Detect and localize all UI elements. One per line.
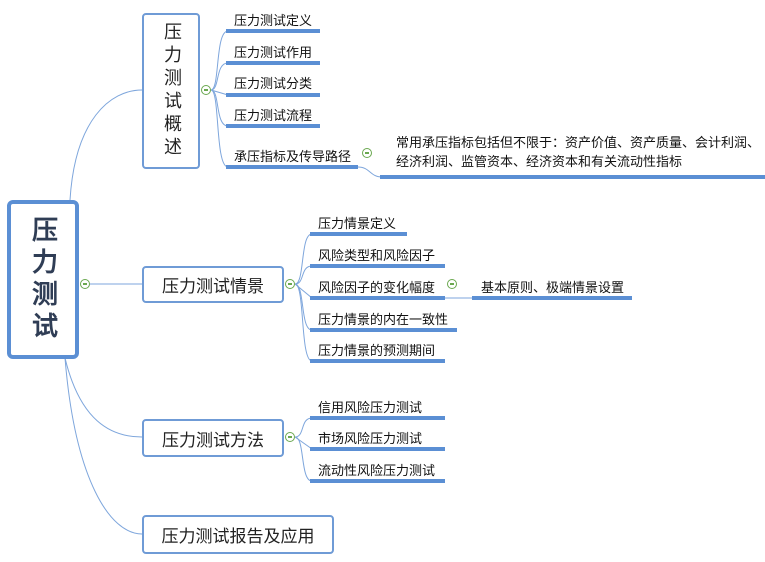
leaf-node[interactable]: 压力测试分类 — [234, 77, 313, 92]
underline — [310, 232, 407, 236]
collapse-icon[interactable] — [285, 279, 295, 289]
branch-label: 压力测试概述 — [161, 22, 182, 160]
underline — [310, 296, 445, 300]
collapse-icon[interactable] — [80, 279, 90, 289]
leaf-node[interactable]: 流动性风险压力测试 — [318, 464, 436, 479]
underline — [226, 93, 320, 97]
leaf-node[interactable]: 压力测试作用 — [234, 46, 313, 61]
underline — [226, 29, 320, 33]
underline — [226, 61, 320, 65]
leaf-node[interactable]: 压力测试流程 — [234, 109, 313, 124]
underline — [310, 328, 457, 332]
branch-method[interactable]: 压力测试方法 — [142, 419, 284, 457]
underline — [380, 175, 765, 179]
root-label: 压力测试 — [27, 215, 58, 344]
collapse-icon[interactable] — [362, 148, 372, 158]
leaf-node[interactable]: 压力情景定义 — [318, 217, 397, 232]
note-node[interactable]: 常用承压指标包括但不限于：资产价值、资产质量、会计利润、经济利润、监管资本、经济… — [396, 136, 761, 170]
underline — [226, 124, 320, 128]
branch-label: 压力测试情景 — [162, 277, 264, 297]
leaf-node[interactable]: 风险类型和风险因子 — [318, 249, 436, 264]
underline — [226, 165, 358, 169]
underline — [310, 359, 445, 363]
underline — [310, 447, 445, 451]
leaf-node[interactable]: 市场风险压力测试 — [318, 432, 423, 447]
leaf-node[interactable]: 压力情景的预测期间 — [318, 344, 436, 359]
branch-label: 压力测试报告及应用 — [161, 527, 315, 547]
leaf-node[interactable]: 压力情景的内在一致性 — [318, 313, 449, 328]
underline — [310, 479, 445, 483]
branch-overview[interactable]: 压力测试概述 — [142, 13, 200, 169]
sub-node[interactable]: 基本原则、极端情景设置 — [481, 281, 625, 296]
collapse-icon[interactable] — [285, 432, 295, 442]
underline — [310, 264, 445, 268]
branch-report[interactable]: 压力测试报告及应用 — [142, 515, 334, 554]
leaf-node[interactable]: 风险因子的变化幅度 — [318, 281, 436, 296]
underline — [310, 416, 445, 420]
branch-scenario[interactable]: 压力测试情景 — [142, 266, 284, 303]
branch-label: 压力测试方法 — [162, 430, 264, 451]
leaf-node[interactable]: 压力测试定义 — [234, 14, 313, 29]
underline — [472, 296, 632, 300]
collapse-icon[interactable] — [201, 85, 211, 95]
collapse-icon[interactable] — [447, 279, 457, 289]
root-node[interactable]: 压力测试 — [7, 200, 79, 359]
leaf-node[interactable]: 承压指标及传导路径 — [234, 150, 352, 165]
leaf-node[interactable]: 信用风险压力测试 — [318, 401, 423, 416]
